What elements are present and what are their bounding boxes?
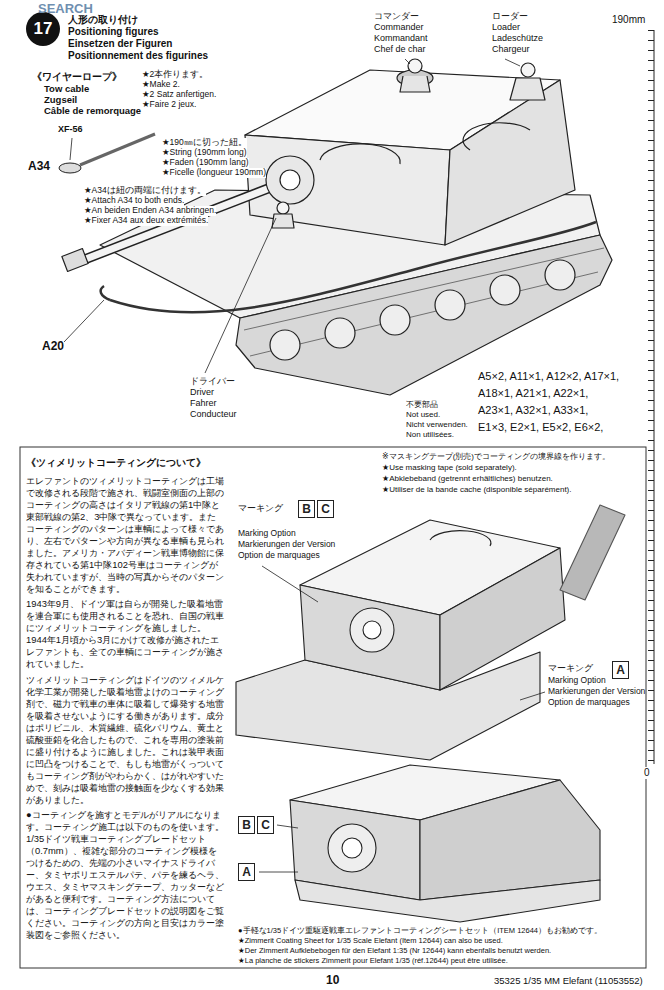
instruction-note: ※マスキングテープ(別売)でコーティングの境界線を作ります。 (382, 452, 610, 461)
figure-label: Commander (374, 22, 424, 32)
instruction-note: ★Fixer A34 aux deux extrémités. (84, 216, 208, 226)
scale-mark: 0 (644, 767, 650, 779)
figure-label: Loader (492, 22, 520, 32)
unused-note: Nicht verwenden. (406, 420, 468, 429)
part-number: A20 (42, 340, 64, 354)
instruction-note: ★190㎜に切った紐。 (162, 138, 247, 148)
body-text: ツィメリットコーティングはドイツのツィメルケ化学工業が開発した吸着地雷よけのコー… (26, 674, 224, 806)
unused-note: Not used. (406, 410, 440, 419)
figure-label: Fahrer (190, 398, 217, 408)
marking-label: Marking Option (548, 676, 606, 686)
text-column: エレファントのツィメリットコーティングは工場で改修される段階で施され、戦闘室側面… (26, 475, 224, 944)
instruction-note: ★Attach A34 to both ends. (84, 196, 184, 206)
figure-label: Driver (190, 387, 214, 397)
unused-parts: E1×3, E2×1, E5×2, E6×2, (478, 421, 603, 434)
instruction-note: ★Use masking tape (sold separately). (382, 463, 517, 472)
figure-label: コマンダー (374, 11, 419, 21)
box-text: B (242, 818, 251, 832)
unused-parts: A23×1, A32×1, A33×1, (478, 404, 588, 417)
elefant-rear-view (290, 765, 600, 922)
figure-label: ローダー (492, 11, 528, 21)
step-title: Einsetzen der Figuren (68, 38, 172, 50)
step-title: Positioning figures (68, 26, 159, 38)
figure-label: Conducteur (190, 409, 237, 419)
page-number: 10 (326, 974, 339, 988)
figure-label: ドライバー (190, 376, 235, 386)
unused-note: Non utilisées. (406, 430, 454, 439)
marking-label: Markierungen der Version (548, 687, 645, 697)
marking-box: B (298, 500, 315, 518)
marking-label: Option de marquages (238, 551, 320, 561)
leader-lines (262, 566, 545, 700)
footnote: ★Der Zimmerit Aufklebebogen für den Elef… (238, 947, 551, 956)
step-number: 17 (26, 12, 60, 46)
instruction-note: ★2本作ります。 (142, 70, 208, 80)
sub-heading: Zugseil (44, 95, 77, 106)
body-text: ●コーティングを施すとモデルがリアルになります。コーティング施工は以下のものを使… (26, 809, 224, 941)
unused-parts: A5×2, A11×1, A12×2, A17×1, (478, 370, 619, 383)
sub-heading: Câble de remorquage (44, 106, 141, 117)
figure-label: Ladeschütze (492, 33, 543, 43)
marking-box: C (317, 500, 334, 518)
ruler-ticks (648, 30, 654, 764)
box-text: B (302, 502, 311, 516)
marking-box: A (238, 863, 255, 881)
sub-heading: Tow cable (44, 84, 89, 95)
box-text: A (616, 663, 625, 677)
instruction-note: ★A34は紐の両端に付けます。 (84, 186, 206, 196)
panel-border (20, 447, 646, 968)
part-number: A34 (28, 160, 50, 174)
tow-cable-detail (59, 134, 155, 173)
box-text: 17 (34, 19, 53, 39)
footnote: ●手軽な1/35ドイツ重駆逐戦車エレファントコーティングシートセット（ITEM … (238, 927, 602, 936)
unused-parts: A18×1, A21×1, A22×1, (478, 387, 588, 400)
instruction-note: ★Utiliser de la bande cache (disponible … (382, 485, 572, 494)
item-code: 35325 1/35 MM Elefant (11053552) (494, 976, 643, 987)
instruction-note: ★Abklebeband (getrennt erhältliches) ben… (382, 474, 553, 483)
figure-label: Kommandant (374, 33, 428, 43)
step-title: Positionnement des figurines (68, 50, 208, 62)
footnote: ★Zimmerit Coating Sheet for 1/35 Scale E… (238, 937, 503, 946)
marking-box: A (612, 661, 629, 679)
scale-mark: 190mm (612, 14, 645, 26)
paint-code: XF-56 (58, 124, 83, 134)
figure-label: Chargeur (492, 44, 530, 54)
body-text: 1943年9月、ドイツ軍は自らが開発した吸着地雷を連合軍にも使用されることを恐れ… (26, 598, 224, 670)
elefant-rear-view (236, 505, 625, 760)
instruction-note: ★String (190mm long) (162, 148, 247, 158)
marking-box: B (238, 816, 255, 834)
marking-label: Marking Option (238, 529, 296, 539)
marking-label: Option de marquages (548, 698, 630, 708)
instruction-note: ★Faire 2 jeux. (142, 100, 196, 110)
box-text: A (242, 865, 251, 879)
unused-note: 不要部品 (406, 400, 438, 409)
instruction-note: ★An beiden Enden A34 anbringen. (84, 206, 216, 216)
box-text: C (321, 502, 330, 516)
instruction-note: ★Make 2. (142, 80, 180, 90)
marking-box: C (257, 816, 274, 834)
instruction-note: ★2 Satz anfertigen. (142, 90, 216, 100)
instruction-note: ★Ficelle (longueur 190mm) (162, 168, 266, 178)
elefant-vehicle (62, 59, 612, 395)
box-text: C (261, 818, 270, 832)
instruction-note: ★Faden (190mm lang) (162, 158, 249, 168)
body-text: エレファントのツィメリットコーティングは工場で改修される段階で施され、戦闘室側面… (26, 475, 224, 595)
section-heading: 《ツィメリットコーティングについて》 (26, 458, 206, 469)
footnote: ★La planche de stickers Zimmerit pour El… (238, 957, 508, 966)
marking-label: Markierungen der Version (238, 540, 335, 550)
marking-label: マーキング (548, 663, 593, 673)
figure-label: Chef de char (374, 44, 426, 54)
sub-heading: 《ワイヤーロープ》 (32, 72, 122, 83)
step-title: 人形の取り付け (68, 14, 138, 26)
marking-label: マーキング (238, 503, 283, 513)
